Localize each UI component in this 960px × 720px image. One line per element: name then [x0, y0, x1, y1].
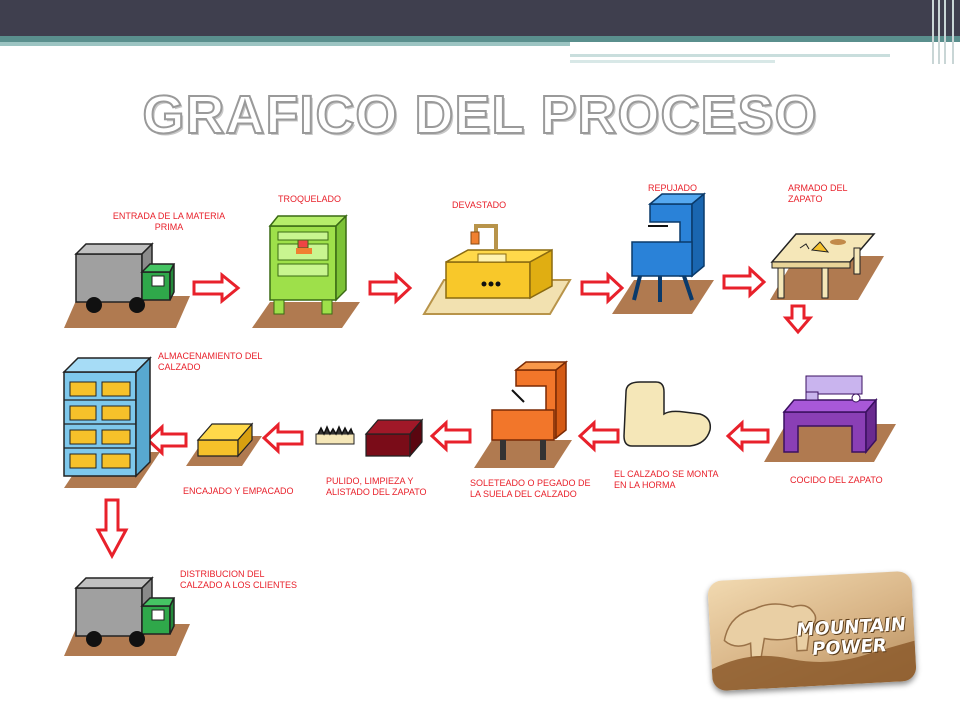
arrow-down-icon — [786, 306, 810, 332]
label-horma: EL CALZADO SE MONTA EN LA HORMA — [614, 469, 734, 491]
warehouse-shelf-icon — [64, 358, 160, 488]
skiving-machine-icon — [424, 226, 570, 314]
label-pulido: PULIDO, LIMPIEZA Y ALISTADO DEL ZAPATO — [326, 476, 446, 498]
die-cutting-machine-icon — [252, 216, 360, 328]
embossing-machine-icon — [612, 194, 714, 314]
mountain-power-logo: MOUNTAIN POWER — [707, 571, 916, 692]
logo-text: MOUNTAIN POWER — [793, 615, 906, 661]
label-distribucion: DISTRIBUCION DEL CALZADO A LOS CLIENTES — [180, 569, 320, 591]
label-repujado: REPUJADO — [648, 183, 728, 194]
label-cocido: COCIDO DEL ZAPATO — [790, 475, 900, 486]
arrow-left-icon — [264, 425, 302, 451]
delivery-truck-icon — [64, 578, 190, 656]
label-almacenamiento: ALMACENAMIENTO DEL CALZADO — [158, 351, 288, 373]
label-entrada: ENTRADA DE LA MATERIA PRIMA — [108, 211, 230, 233]
label-armado: ARMADO DEL ZAPATO — [788, 183, 878, 205]
arrow-right-icon — [582, 275, 622, 301]
label-devastado: DEVASTADO — [452, 200, 532, 211]
arrow-left-icon — [148, 427, 186, 453]
arrow-right-icon — [370, 275, 410, 301]
polishing-block-icon — [316, 420, 422, 456]
arrow-left-icon — [580, 423, 618, 449]
label-soleteado: SOLETEADO O PEGADO DE LA SUELA DEL CALZA… — [470, 478, 600, 500]
shoe-last-icon — [624, 382, 710, 446]
sole-pressing-machine-icon — [474, 362, 572, 468]
arrow-left-icon — [728, 423, 768, 449]
sewing-machine-icon — [764, 376, 896, 462]
packing-box-icon — [186, 424, 262, 466]
label-encajado: ENCAJADO Y EMPACADO — [183, 486, 313, 497]
arrow-right-icon — [724, 269, 764, 295]
arrow-left-icon — [432, 423, 470, 449]
assembly-table-icon — [770, 234, 884, 300]
arrow-down-icon — [98, 500, 126, 556]
label-troquelado: TROQUELADO — [278, 194, 358, 205]
truck-icon — [64, 244, 190, 328]
arrow-right-icon — [194, 275, 238, 301]
